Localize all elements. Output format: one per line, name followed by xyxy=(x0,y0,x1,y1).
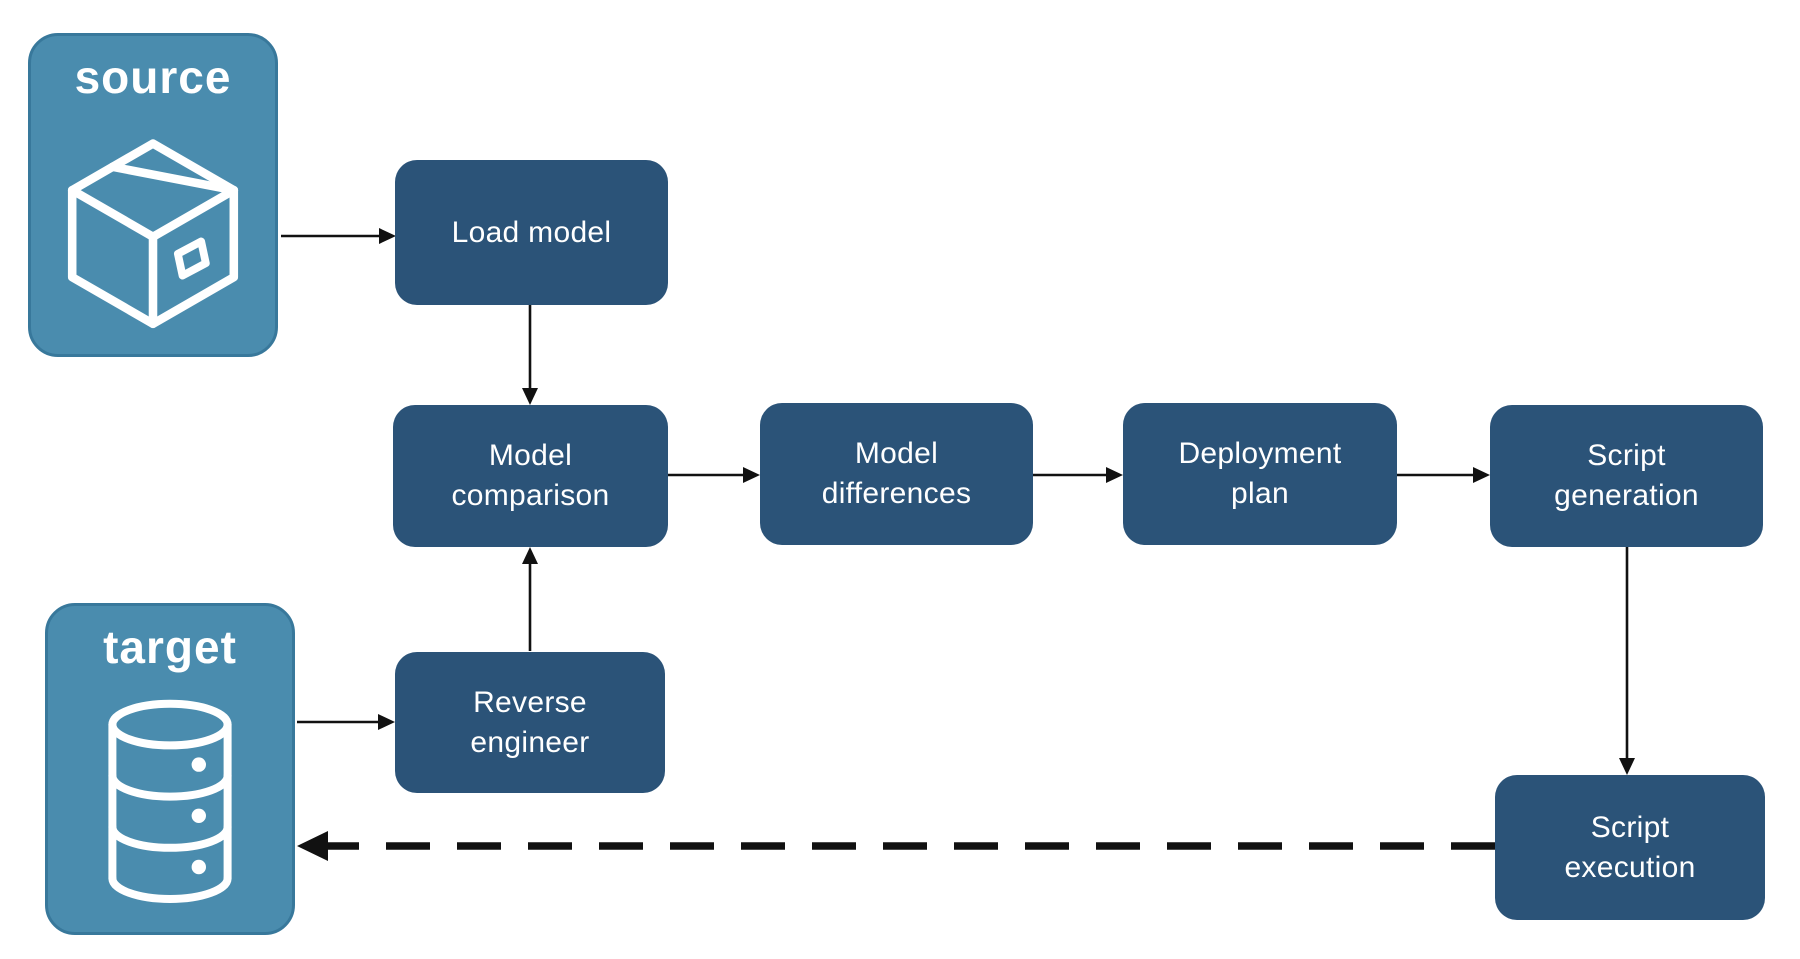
node-script-generation-label: Script generation xyxy=(1554,439,1699,512)
node-load-model-label: Load model xyxy=(451,215,612,249)
database-icon xyxy=(48,674,292,932)
store-source-label: source xyxy=(74,51,232,103)
node-model-differences-label: Model differences xyxy=(821,437,972,510)
package-icon xyxy=(31,104,275,354)
store-source: source xyxy=(28,33,278,357)
arrow-target-to-reverse-engineer xyxy=(297,714,395,730)
arrow-deployment-plan-to-script-generation xyxy=(1397,467,1490,483)
arrow-reverse-engineer-to-model-comparison xyxy=(522,547,538,651)
node-script-generation: Script generation xyxy=(1490,405,1763,547)
node-model-differences: Model differences xyxy=(760,403,1033,545)
arrow-script-generation-to-script-execution xyxy=(1619,547,1635,775)
store-target-label: target xyxy=(103,621,237,673)
arrow-script-execution-to-target xyxy=(297,831,1495,861)
node-reverse-engineer-label: Reverse engineer xyxy=(470,685,590,759)
node-deployment-plan-label: Deployment plan xyxy=(1178,437,1342,510)
arrow-model-differences-to-deployment-plan xyxy=(1033,467,1123,483)
store-target: target xyxy=(45,603,295,935)
node-script-execution-label: Script execution xyxy=(1564,810,1696,884)
node-reverse-engineer: Reverse engineer xyxy=(395,652,665,793)
arrow-source-to-load-model xyxy=(281,228,396,244)
arrow-model-comparison-to-model-differences xyxy=(668,467,760,483)
node-load-model: Load model xyxy=(395,160,668,305)
node-model-comparison-label: Model comparison xyxy=(451,439,610,512)
arrow-load-model-to-model-comparison xyxy=(522,305,538,405)
node-script-execution: Script execution xyxy=(1495,775,1765,920)
node-deployment-plan: Deployment plan xyxy=(1123,403,1397,545)
node-model-comparison: Model comparison xyxy=(393,405,668,547)
